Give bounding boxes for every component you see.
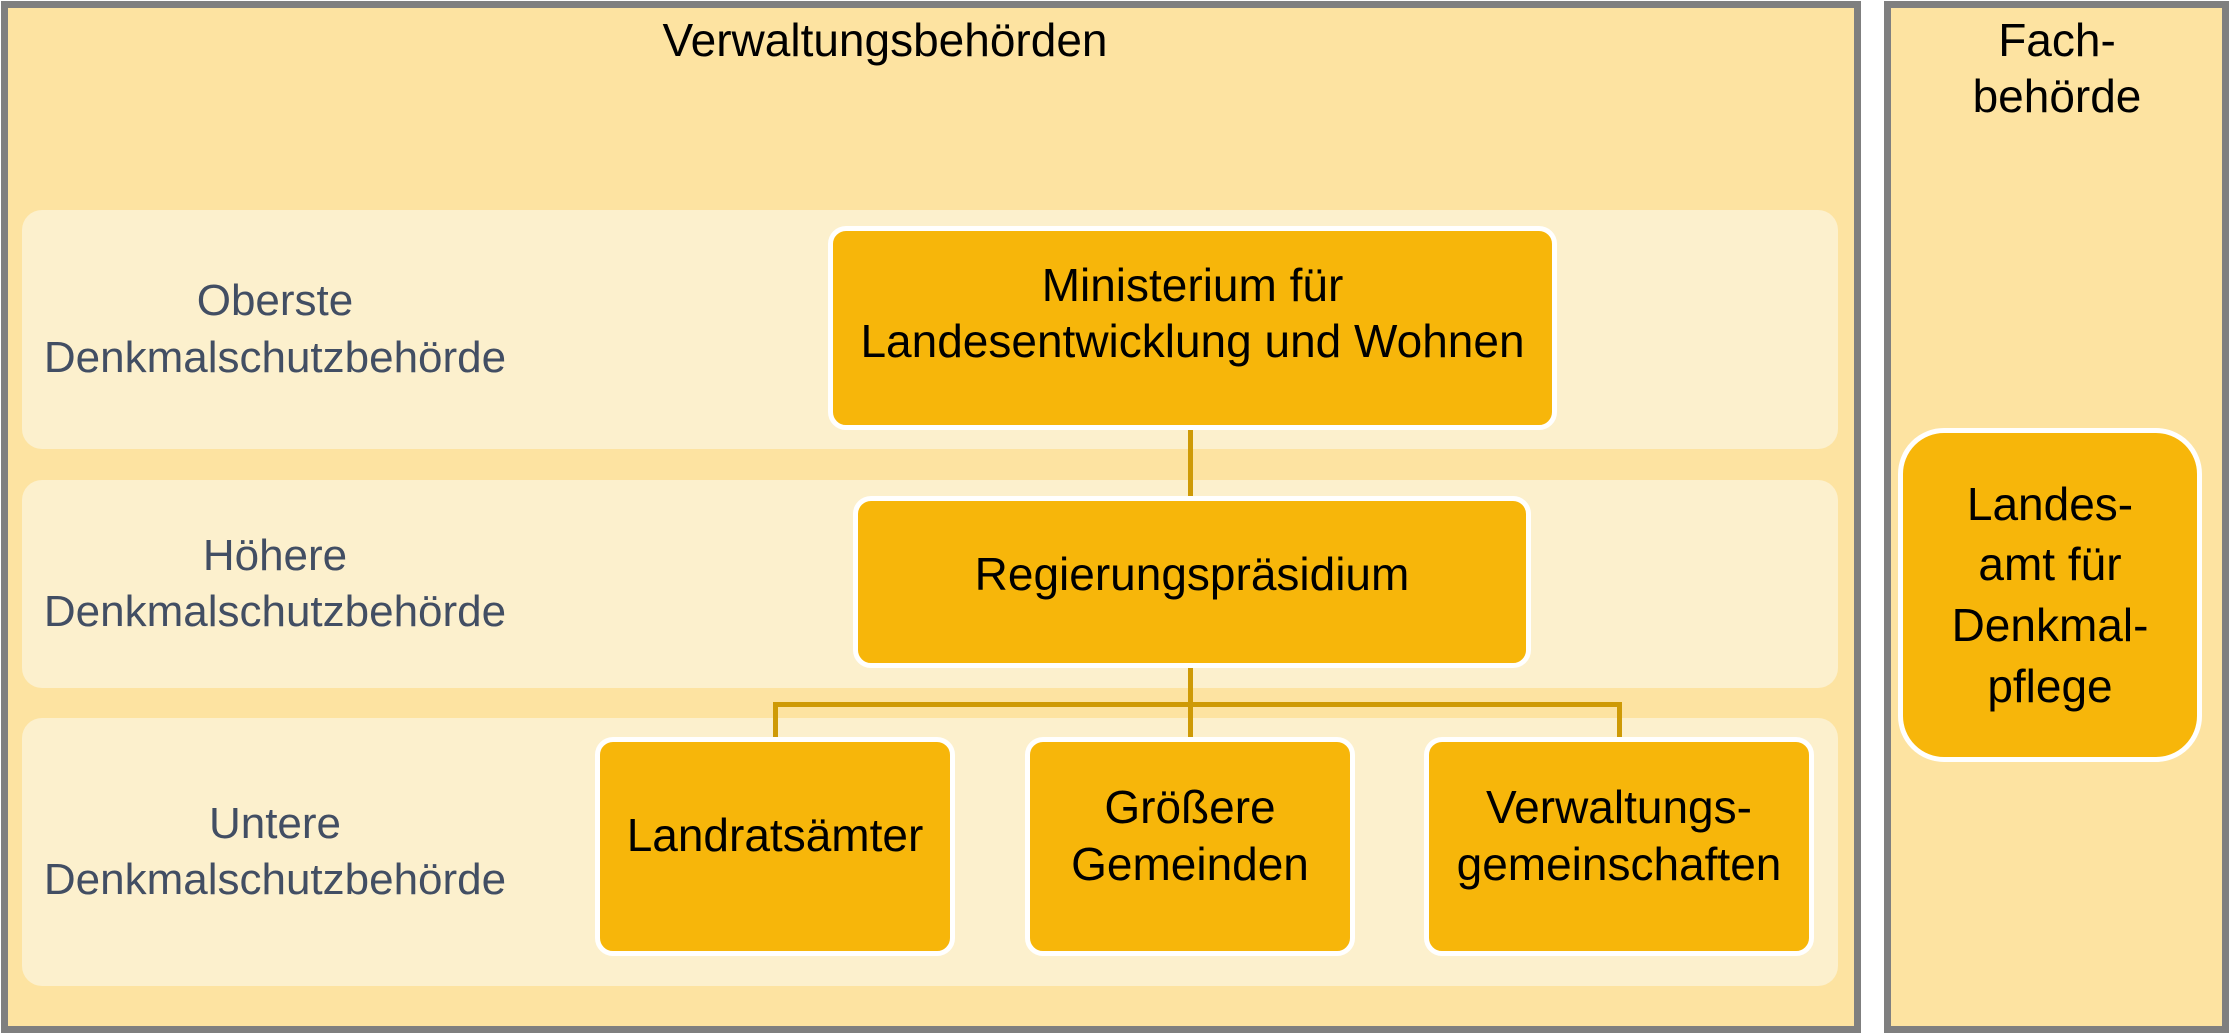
verwaltungsbehoerden-title: Verwaltungsbehörden [662,14,1108,66]
connector-ministerium-to-regierungspraesidium [1188,428,1193,498]
connector-branch-to-verwaltungsgemeinschaften [1617,702,1622,739]
connector-branch-to-groessere-gemeinden [1188,702,1193,739]
level-label-hoehere-denkmalschutzbehoerde: Höhere Denkmalschutzbehörde [43,530,507,636]
node-landesamt-fuer-denkmalpflege: Landes- amt für Denkmal- pflege [1898,428,2202,762]
connector-branch-to-landratsaemter [773,702,778,739]
node-ministerium: Ministerium für Landesentwicklung und Wo… [828,226,1557,430]
node-verwaltungsgemeinschaften: Verwaltungs- gemeinschaften [1424,737,1814,956]
node-regierungspraesidium: Regierungspräsidium [853,496,1531,668]
connector-regierungspraesidium-to-branch [1188,664,1193,706]
level-label-untere-denkmalschutzbehoerde: Untere Denkmalschutzbehörde [43,798,507,904]
fachbehoerde-title: Fach- behörde [1972,14,2142,123]
node-groessere-gemeinden: Größere Gemeinden [1025,737,1355,956]
node-landratsaemter: Landratsämter [595,737,955,956]
level-label-oberste-denkmalschutzbehoerde: Oberste Denkmalschutzbehörde [43,276,507,382]
connector-branch-horizontal [773,702,1622,707]
